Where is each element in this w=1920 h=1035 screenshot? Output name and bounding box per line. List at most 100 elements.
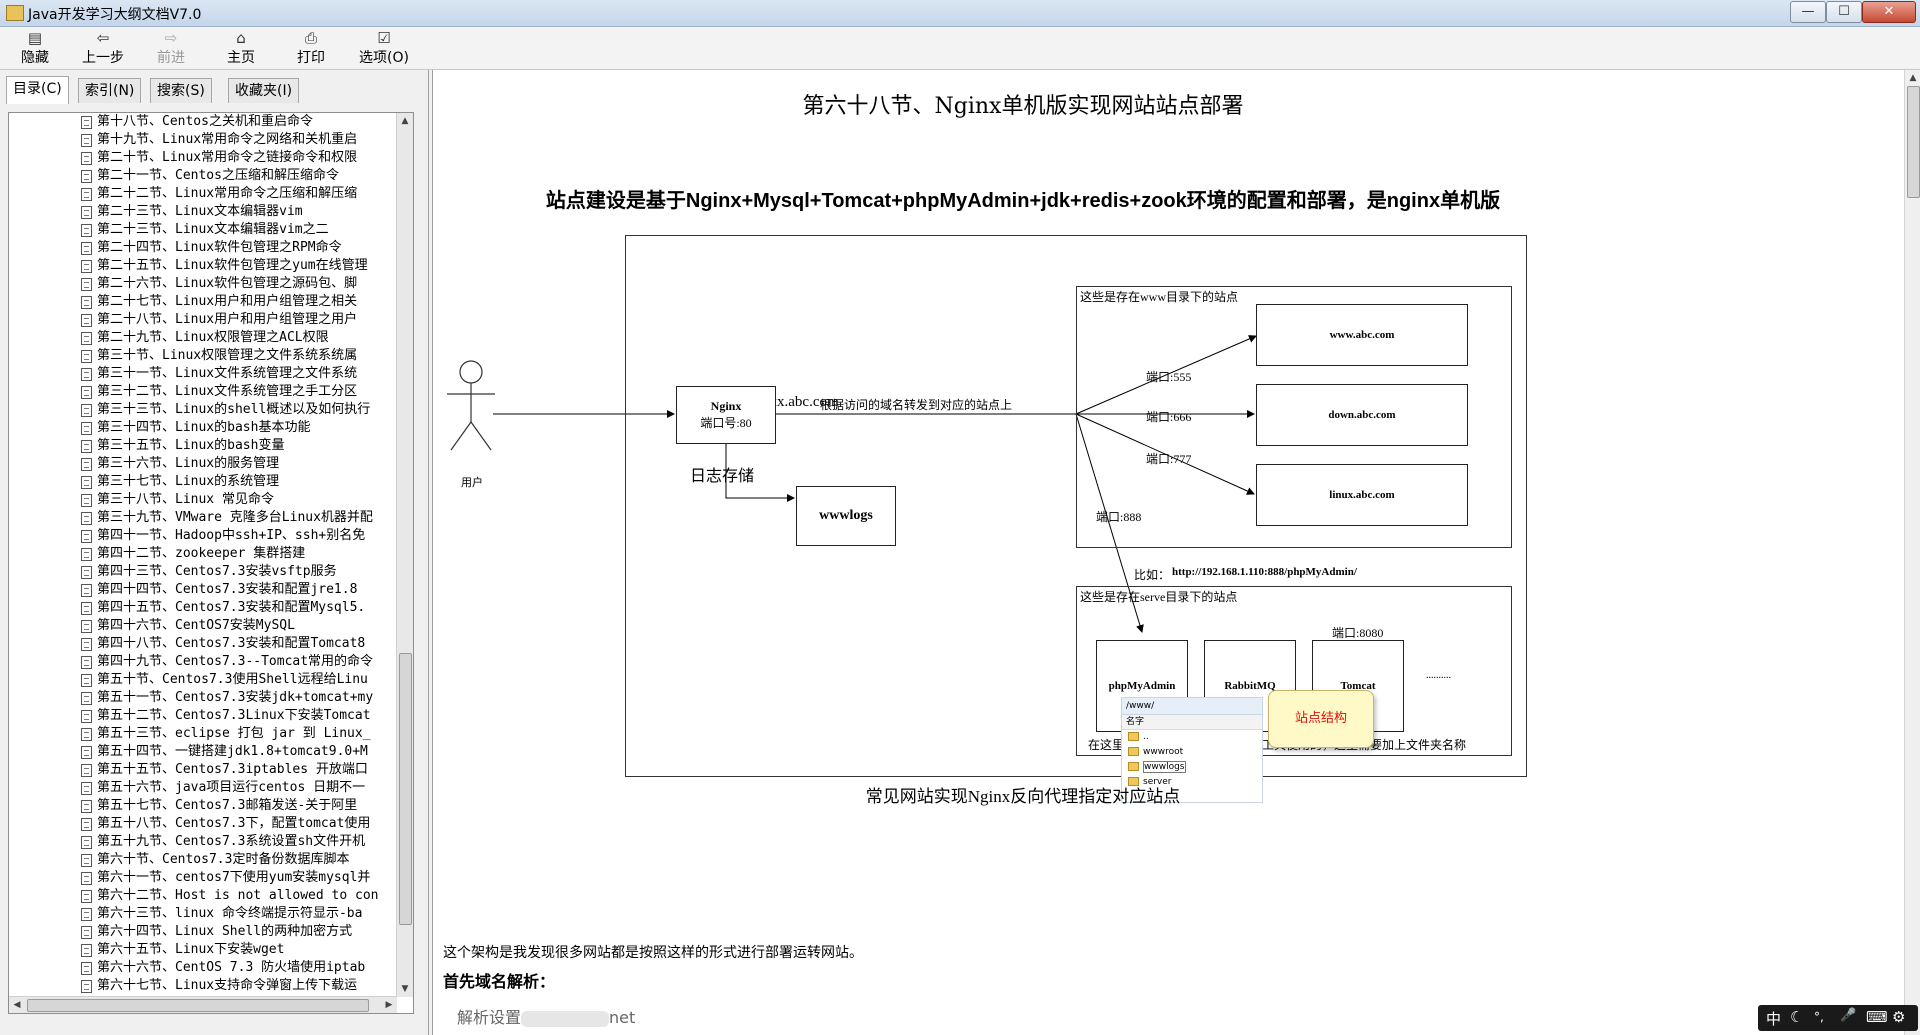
tree-item[interactable]: 第三十三节、Linux的shell概述以及如何执行 — [9, 401, 397, 419]
tab-contents[interactable]: 目录(C) — [6, 76, 69, 104]
tree-item[interactable]: 第六十七节、Linux支持命令弹窗上传下载运 — [9, 977, 397, 995]
tree-item[interactable]: 第二十八节、Linux用户和用户组管理之用户 — [9, 311, 397, 329]
scroll-thumb[interactable] — [399, 653, 412, 925]
page-icon — [81, 692, 92, 705]
tree-item[interactable]: 第二十二节、Linux常用命令之压缩和解压缩 — [9, 185, 397, 203]
tree-item[interactable]: 第十八节、Centos之关机和重启命令 — [9, 113, 397, 131]
scroll-left-icon[interactable]: ◀ — [13, 1000, 21, 1010]
tree-item-label: 第二十八节、Linux用户和用户组管理之用户 — [97, 312, 358, 327]
tree-item[interactable]: 第三十五节、Linux的bash变量 — [9, 437, 397, 455]
close-button[interactable]: ✕ — [1862, 1, 1916, 23]
tree-item-label: 第三十一节、Linux文件系统管理之文件系统 — [97, 366, 358, 381]
app-icon — [6, 5, 24, 21]
tree-item[interactable]: 第五十二节、Centos7.3Linux下安装Tomcat — [9, 707, 397, 725]
ime-toolbar[interactable]: 中 ☾ °, 🎤 ⌨ ⚙ — [1758, 1005, 1918, 1031]
tree-item[interactable]: 第三十六节、Linux的服务管理 — [9, 455, 397, 473]
scroll-right-icon[interactable]: ▶ — [385, 1000, 393, 1010]
tree-item[interactable]: 第四十九节、Centos7.3--Tomcat常用的命令 — [9, 653, 397, 671]
ime-language-toggle[interactable]: 中 — [1766, 1010, 1782, 1028]
tab-favorites[interactable]: 收藏夹(I) — [228, 78, 300, 103]
scroll-up-icon[interactable]: ▲ — [401, 116, 409, 126]
page-icon — [81, 638, 92, 651]
tree-item[interactable]: 第二十五节、Linux软件包管理之yum在线管理 — [9, 257, 397, 275]
keyboard-icon[interactable]: ⌨ — [1866, 1008, 1888, 1026]
tree-item[interactable]: 第四十八节、Centos7.3安装和配置Tomcat8 — [9, 635, 397, 653]
tree-item[interactable]: 第五十五节、Centos7.3iptables 开放端口 — [9, 761, 397, 779]
tree-item[interactable]: 第六十四节、Linux Shell的两种加密方式 — [9, 923, 397, 941]
page-icon — [81, 980, 92, 993]
punctuation-icon[interactable]: °, — [1814, 1010, 1824, 1024]
moon-icon[interactable]: ☾ — [1790, 1008, 1804, 1026]
tree-item[interactable]: 第六十节、Centos7.3定时备份数据库脚本 — [9, 851, 397, 869]
print-button[interactable]: ⎙ 打印 — [276, 29, 346, 67]
tree-item[interactable]: 第五十九节、Centos7.3系统设置sh文件开机 — [9, 833, 397, 851]
tree-item[interactable]: 第十九节、Linux常用命令之网络和关机重启 — [9, 131, 397, 149]
content-scroll-up-icon[interactable]: ▲ — [1909, 73, 1917, 83]
tree-item-label: 第四十六节、CentOS7安装MySQL — [97, 618, 295, 633]
minimize-button[interactable]: — — [1790, 1, 1826, 23]
tab-search[interactable]: 搜索(S) — [150, 78, 212, 103]
tree-item[interactable]: 第二十六节、Linux软件包管理之源码包、脚 — [9, 275, 397, 293]
options-button[interactable]: ☑ 选项(O) — [344, 29, 424, 67]
section-heading: 首先域名解析： — [443, 972, 556, 991]
page-icon — [81, 242, 92, 255]
tree-item-label: 第四十二节、zookeeper 集群搭建 — [97, 546, 306, 561]
home-button[interactable]: ⌂ 主页 — [206, 29, 276, 67]
content-scroll-thumb[interactable] — [1907, 86, 1920, 198]
tree-item-label: 第二十一节、Centos之压缩和解压缩命令 — [97, 168, 339, 183]
page-icon — [81, 656, 92, 669]
tree-item[interactable]: 第三十九节、VMware 克隆多台Linux机器并配 — [9, 509, 397, 527]
tree-item[interactable]: 第三十一节、Linux文件系统管理之文件系统 — [9, 365, 397, 383]
tree-item[interactable]: 第三十七节、Linux的系统管理 — [9, 473, 397, 491]
tree-item[interactable]: 第六十二节、Host is not allowed to con — [9, 887, 397, 905]
hscroll-thumb[interactable] — [27, 999, 369, 1012]
tree-item[interactable]: 第二十九节、Linux权限管理之ACL权限 — [9, 329, 397, 347]
tree-item[interactable]: 第五十八节、Centos7.3下，配置tomcat使用 — [9, 815, 397, 833]
tree-item[interactable]: 第五十六节、java项目运行centos 日期不一 — [9, 779, 397, 797]
maximize-button[interactable]: ☐ — [1826, 1, 1862, 23]
tree-item[interactable]: 第三十四节、Linux的bash基本功能 — [9, 419, 397, 437]
content-vertical-scrollbar[interactable]: ▲ — [1904, 70, 1920, 1035]
tree-item[interactable]: 第三十八节、Linux 常见命令 — [9, 491, 397, 509]
tree-item[interactable]: 第五十一节、Centos7.3安装jdk+tomcat+my — [9, 689, 397, 707]
microphone-icon[interactable]: 🎤 — [1840, 1008, 1857, 1023]
back-button[interactable]: ⇦ 上一步 — [68, 29, 138, 67]
tree-vertical-scrollbar[interactable]: ▲ ▼ — [396, 113, 413, 997]
user-line — [493, 413, 625, 415]
tree-item[interactable]: 第二十四节、Linux软件包管理之RPM命令 — [9, 239, 397, 257]
tree-item[interactable]: 第四十二节、zookeeper 集群搭建 — [9, 545, 397, 563]
tree-item[interactable]: 第三十节、Linux权限管理之文件系统系统属 — [9, 347, 397, 365]
page-title: 第六十八节、Nginx单机版实现网站站点部署 — [802, 94, 1244, 119]
tree-item[interactable]: 第四十一节、Hadoop中ssh+IP、ssh+别名免 — [9, 527, 397, 545]
tree-item[interactable]: 第六十五节、Linux下安装wget — [9, 941, 397, 959]
tree-horizontal-scrollbar[interactable]: ◀ ▶ — [9, 996, 397, 1013]
tree-item[interactable]: 第五十四节、一键搭建jdk1.8+tomcat9.0+M — [9, 743, 397, 761]
page-icon — [81, 890, 92, 903]
toolbar: ▤ 隐藏 ⇦ 上一步 ⇨ 前进 ⌂ 主页 ⎙ 打印 ☑ 选项(O) — [0, 27, 1920, 70]
tree-item-label: 第二十四节、Linux软件包管理之RPM命令 — [97, 240, 342, 255]
tree-item[interactable]: 第二十七节、Linux用户和用户组管理之相关 — [9, 293, 397, 311]
tree-item[interactable]: 第六十一节、centos7下使用yum安装mysql并 — [9, 869, 397, 887]
tree-item[interactable]: 第五十七节、Centos7.3邮箱发送-关于阿里 — [9, 797, 397, 815]
tree-item[interactable]: 第二十节、Linux常用命令之链接命令和权限 — [9, 149, 397, 167]
tree-item[interactable]: 第四十四节、Centos7.3安装和配置jre1.8 — [9, 581, 397, 599]
tree-item[interactable]: 第四十六节、CentOS7安装MySQL — [9, 617, 397, 635]
tree-item[interactable]: 第三十二节、Linux文件系统管理之手工分区 — [9, 383, 397, 401]
site-linux-box: linux.abc.com — [1256, 464, 1468, 526]
tree-item[interactable]: 第五十三节、eclipse 打包 jar 到 Linux_ — [9, 725, 397, 743]
page-icon — [81, 908, 92, 921]
tab-index[interactable]: 索引(N) — [78, 78, 142, 103]
tree-item[interactable]: 第二十三节、Linux文本编辑器vim之二 — [9, 221, 397, 239]
hide-button[interactable]: ▤ 隐藏 — [0, 29, 70, 67]
tree-item[interactable]: 第二十一节、Centos之压缩和解压缩命令 — [9, 167, 397, 185]
tree-item[interactable]: 第二十三节、Linux文本编辑器vim — [9, 203, 397, 221]
tree-item[interactable]: 第六十六节、CentOS 7.3 防火墙使用iptab — [9, 959, 397, 977]
forward-button[interactable]: ⇨ 前进 — [136, 29, 206, 67]
scroll-down-icon[interactable]: ▼ — [401, 984, 409, 994]
tree-item[interactable]: 第四十五节、Centos7.3安装和配置Mysql5. — [9, 599, 397, 617]
tree-item[interactable]: 第四十三节、Centos7.3安装vsftp服务 — [9, 563, 397, 581]
gear-icon[interactable]: ⚙ — [1892, 1008, 1906, 1026]
page-icon — [81, 386, 92, 399]
tree-item[interactable]: 第五十节、Centos7.3使用Shell远程给Linu — [9, 671, 397, 689]
tree-item[interactable]: 第六十三节、linux 命令终端提示符显示-ba — [9, 905, 397, 923]
